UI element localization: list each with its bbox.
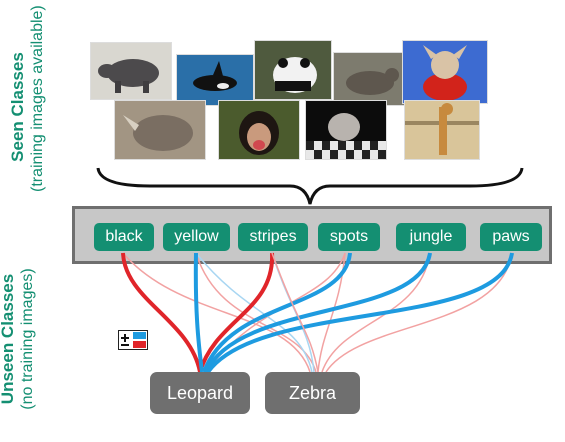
persian-cat-photo <box>305 100 387 160</box>
unseen-class-zebra: Zebra <box>265 372 360 414</box>
link-stripes-zebra-red <box>271 252 319 373</box>
chihuahua-photo <box>402 40 488 104</box>
attribute-yellow: yellow <box>163 223 230 251</box>
link-spots-leopard <box>202 252 352 373</box>
giraffe-photo <box>404 100 480 160</box>
hippopotamus-photo <box>90 42 172 100</box>
link-jungle-leopard <box>204 252 432 373</box>
link-yellow-zebra-blue <box>195 252 313 373</box>
attribute-spots: spots <box>318 223 380 251</box>
giant-panda-photo <box>254 40 332 100</box>
link-stripes-leopard <box>198 252 275 373</box>
killer-whale-photo <box>176 54 254 106</box>
link-black-leopard <box>121 252 202 373</box>
link-black-zebra <box>122 252 311 373</box>
attribute-jungle: jungle <box>396 223 466 251</box>
attribute-black: black <box>94 223 154 251</box>
chimpanzee-photo <box>218 100 300 160</box>
attribute-paws: paws <box>480 223 542 251</box>
link-yellow-leopard <box>193 252 204 373</box>
rhinoceros-photo <box>114 100 206 160</box>
link-jungle-zebra <box>321 252 431 373</box>
otter-photo <box>333 52 409 106</box>
unseen-class-leopard: Leopard <box>150 372 250 414</box>
attribute-stripes: stripes <box>238 223 308 251</box>
link-paws-leopard <box>206 252 514 374</box>
plus-minus-legend-icon <box>118 330 148 350</box>
link-paws-zebra <box>325 252 513 373</box>
